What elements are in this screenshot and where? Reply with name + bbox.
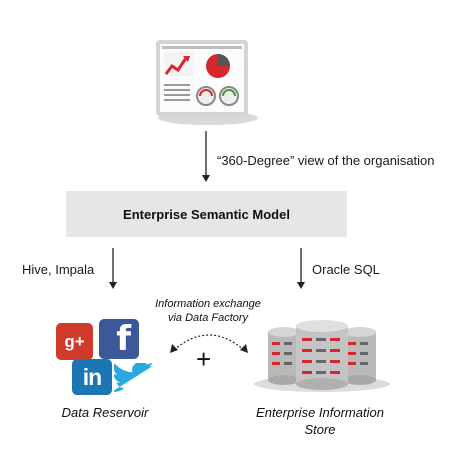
eis-caption-line2: Store [304, 422, 336, 437]
database-stack-icon [254, 320, 390, 392]
enterprise-semantic-model-box: Enterprise Semantic Model [66, 191, 347, 237]
exchange-label-line2: via Data Factory [167, 312, 249, 324]
eis-caption: Enterprise Information Store [250, 404, 390, 438]
twitter-icon [114, 363, 155, 392]
google-plus-icon: g+ [56, 323, 93, 360]
dashboard-monitor-icon [156, 40, 258, 125]
left-edge-label: Hive, Impala [22, 262, 95, 277]
exchange-label-line1: Information exchange [155, 298, 261, 310]
exchange-label: Information exchange via Data Factory [140, 297, 276, 325]
right-edge-label: Oracle SQL [312, 262, 380, 277]
top-edge-label: “360-Degree” view of the organisation [217, 153, 435, 168]
top-arrow [202, 131, 210, 182]
plus-symbol: + [196, 344, 212, 374]
facebook-icon: f [99, 319, 139, 359]
eis-caption-line1: Enterprise Information [256, 405, 384, 420]
left-arrow [109, 248, 117, 289]
right-arrow [297, 248, 305, 289]
data-reservoir-caption: Data Reservoir [61, 405, 149, 420]
exchange-arrow [170, 334, 248, 353]
linkedin-icon: in [72, 359, 112, 395]
